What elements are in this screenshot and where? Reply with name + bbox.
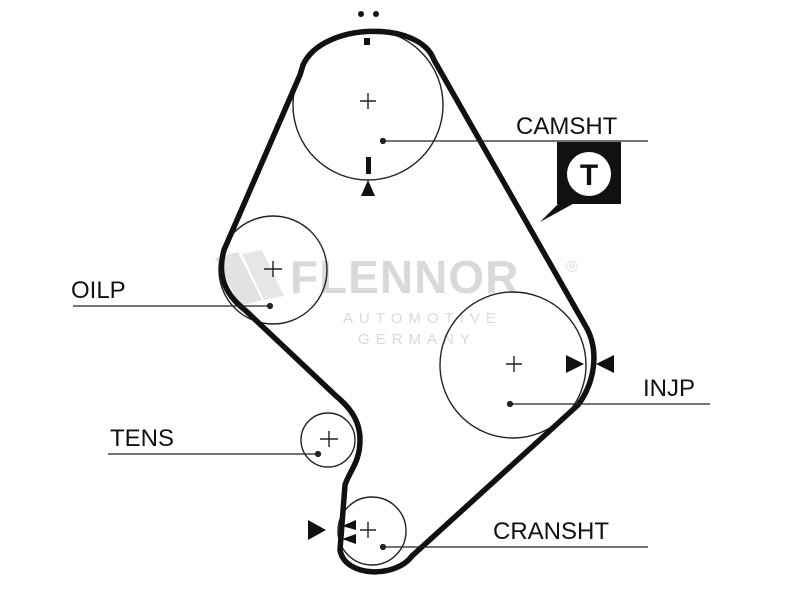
- flennor-logo-icon: [215, 250, 284, 306]
- camshaft-bottom-mark: [366, 157, 371, 174]
- camshaft-top-dot-right: [373, 11, 379, 17]
- timing-belt: [218, 28, 597, 575]
- watermark: FLENNOR ® AUTOMOTIVE GERMANY: [215, 250, 578, 348]
- watermark-line-1: AUTOMOTIVE: [343, 310, 502, 327]
- watermark-registered-mark: ®: [566, 259, 578, 276]
- badge-circle: [567, 152, 611, 196]
- badge-pointer-icon: [540, 194, 580, 222]
- camshaft-top-mark: [364, 38, 370, 45]
- timing-marks: [308, 11, 614, 544]
- injection-arrow-right-icon: [596, 355, 614, 373]
- crankshaft-small-arrow-bottom-icon: [342, 534, 356, 544]
- camshaft-arrow-icon: [361, 180, 375, 196]
- crankshaft-small-arrow-top-icon: [342, 520, 356, 530]
- badge-letter: T: [580, 159, 598, 192]
- tensioner-pulley: [300, 412, 356, 468]
- camshaft-top-dot-left: [358, 11, 364, 17]
- leader-lines: [73, 137, 710, 551]
- label-injection-pump: INJP: [643, 375, 695, 402]
- injection-arrow-left-icon: [566, 355, 584, 373]
- crankshaft-pulley: [337, 496, 407, 566]
- tensioner-badge: T: [540, 142, 621, 222]
- label-tensioner: TENS: [110, 425, 174, 452]
- crankshaft-arrow-icon: [308, 520, 326, 540]
- pulley-centers: [264, 93, 522, 538]
- label-oil-pump: OILP: [71, 277, 126, 304]
- label-crankshaft: CRANSHT: [493, 518, 609, 545]
- watermark-line-2: GERMANY: [358, 331, 476, 348]
- injection-pump-pulley: [439, 291, 587, 439]
- watermark-brand: FLENNOR: [290, 251, 519, 303]
- label-camshaft: CAMSHT: [516, 113, 618, 140]
